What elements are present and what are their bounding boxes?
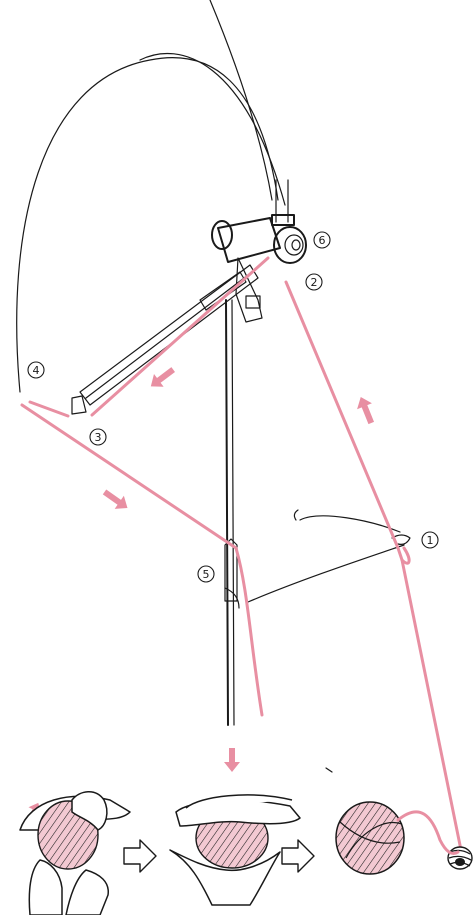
marker-3: 3 <box>90 429 106 445</box>
marker-4: 4 <box>28 362 44 378</box>
marker-4-label: 4 <box>33 364 40 377</box>
marker-6-label: 6 <box>319 234 326 247</box>
yarn-ball-in-hand-icon <box>20 792 130 915</box>
marker-1: 1 <box>422 532 438 548</box>
marker-5-label: 5 <box>203 568 210 581</box>
winder-arm <box>72 265 258 414</box>
marker-6: 6 <box>314 232 330 248</box>
direction-arrow-icon <box>100 485 132 514</box>
yarn-path <box>22 258 462 855</box>
yarn-cone-icon <box>448 847 472 869</box>
direction-arrow-icon <box>224 748 240 772</box>
direction-arrow-icon <box>146 363 178 393</box>
marker-1-label: 1 <box>427 534 434 547</box>
overhead-wire-loop <box>17 0 288 392</box>
marker-3-label: 3 <box>95 431 102 444</box>
hollow-arrow-icon <box>282 840 314 872</box>
yarn-ball-icon <box>336 802 404 874</box>
direction-arrow-icon <box>353 394 378 426</box>
finished-ball-yarn-tail <box>398 812 458 854</box>
hollow-arrow-icon <box>124 840 156 872</box>
stand-pole <box>225 300 239 725</box>
dash-mark <box>326 768 332 772</box>
marker-2-label: 2 <box>311 276 318 289</box>
tension-wire <box>248 510 410 602</box>
marker-5: 5 <box>198 566 214 582</box>
marker-2: 2 <box>306 274 322 290</box>
yarn-ball-pressed-icon <box>170 795 300 905</box>
